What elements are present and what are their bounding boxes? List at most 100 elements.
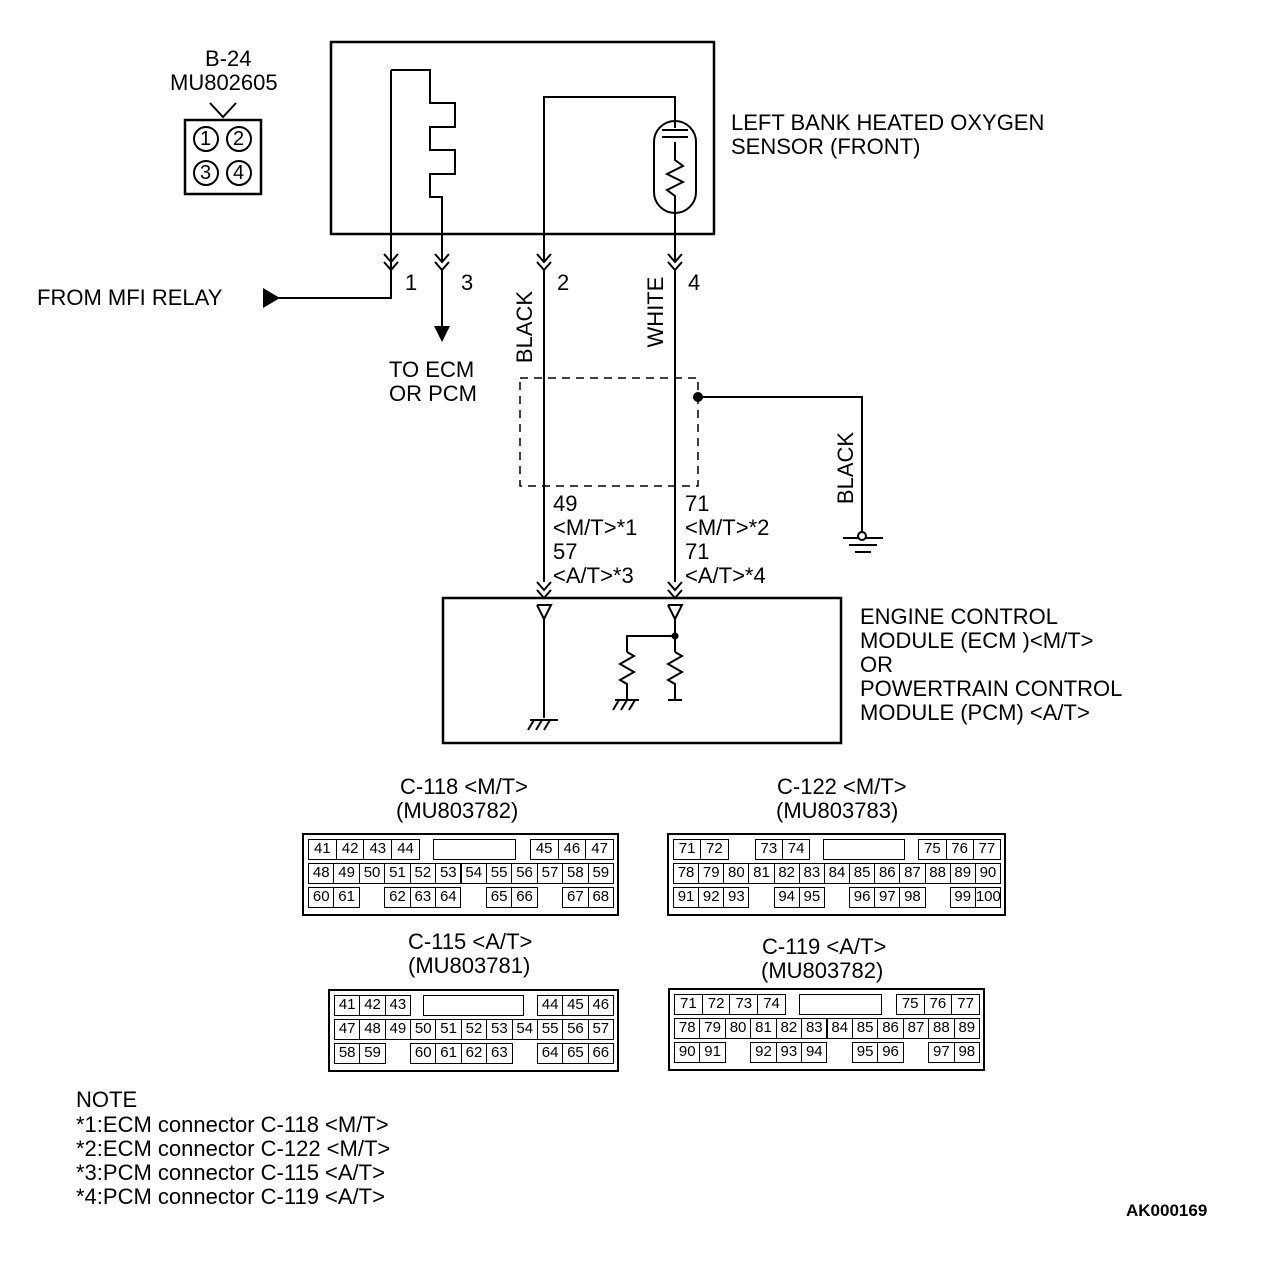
wire-pin-3: 3	[461, 270, 474, 295]
connector-pin: 47	[585, 839, 614, 860]
connector-key	[422, 995, 525, 1016]
connector-key	[798, 994, 882, 1015]
ecm-arrow-icon	[434, 326, 450, 342]
terminal-left-2: <M/T>*1	[553, 515, 638, 540]
connector-pin: 81	[748, 863, 775, 884]
connector-pin: 58	[334, 1043, 361, 1064]
connector-c118-title: C-118 <M/T>	[400, 774, 528, 799]
connector-pin: 64	[536, 1043, 564, 1064]
to-ecm-label-line2: OR PCM	[389, 381, 477, 406]
connector-pin: 55	[485, 863, 513, 884]
terminal-left-4: <A/T>*3	[553, 563, 634, 588]
connector-pin: 97	[928, 1042, 955, 1063]
connector-c115-part: (MU803781)	[408, 953, 531, 978]
connector-pin: 54	[460, 863, 487, 884]
connector-pin: 77	[951, 994, 980, 1015]
connector-pin: 56	[562, 1019, 589, 1040]
connector-pin: 61	[333, 887, 360, 908]
connector-pin: 95	[851, 1042, 879, 1063]
connector-pin: 86	[877, 1018, 904, 1039]
sensor-label-line1: LEFT BANK HEATED OXYGEN	[731, 110, 1045, 135]
connector-pin: 88	[928, 1018, 955, 1039]
connector-pin: 76	[945, 839, 974, 860]
to-ecm-label-line1: TO ECM	[389, 357, 475, 382]
connector-pin: 50	[410, 1019, 437, 1040]
connector-pin: 72	[700, 839, 729, 860]
connector-pin: 52	[409, 863, 437, 884]
connector-pin: 48	[308, 863, 335, 884]
wire-pin-4: 4	[688, 270, 701, 295]
b24-connector-icon	[183, 102, 263, 196]
connector-pin: 98	[953, 1042, 980, 1063]
connector-pin: 64	[435, 887, 462, 908]
connector-part-number: MU802605	[170, 70, 278, 95]
connector-pin: 83	[801, 1018, 828, 1039]
terminal-right-4: <A/T>*4	[685, 563, 766, 588]
connector-pin: 78	[673, 863, 700, 884]
connector-pin: 60	[308, 887, 335, 908]
connector-pin: 88	[924, 863, 951, 884]
note-line-4: *4:PCM connector C-119 <A/T>	[76, 1184, 385, 1209]
note-line-2: *2:ECM connector C-122 <M/T>	[76, 1136, 391, 1161]
wire-pin-2: 2	[557, 270, 570, 295]
connector-pin: 73	[754, 839, 783, 860]
connector-pin: 61	[435, 1043, 462, 1064]
connector-pin: 74	[782, 839, 811, 860]
connector-pin: 47	[334, 1019, 361, 1040]
connector-pin: 82	[773, 863, 800, 884]
connector-pin: 96	[849, 887, 876, 908]
connector-pin: 68	[587, 887, 614, 908]
ecm-label-line5: MODULE (PCM) <A/T>	[860, 700, 1090, 725]
connector-pin: 92	[698, 887, 725, 908]
connector-pin: 43	[384, 995, 412, 1016]
ecm-label-line1: ENGINE CONTROL	[860, 604, 1059, 629]
connector-pin: 72	[701, 994, 731, 1015]
ground-wire-color: BLACK	[833, 431, 858, 505]
pin-label-2: 2	[233, 128, 245, 150]
mfi-arrow-icon	[263, 288, 280, 308]
connector-pin: 87	[902, 1018, 930, 1039]
connector-pin: 95	[798, 887, 825, 908]
connector-pin: 81	[750, 1018, 777, 1039]
ecm-box	[441, 596, 843, 745]
pin-label-4: 4	[233, 162, 245, 184]
connector-pin: 63	[409, 887, 437, 908]
connector-pin: 51	[384, 863, 411, 884]
connector-pin: 90	[974, 863, 1001, 884]
connector-pin: 92	[750, 1042, 777, 1063]
ecm-label-line2: MODULE (ECM )<M/T>	[860, 628, 1094, 653]
connector-key	[432, 839, 516, 860]
connector-c122-title: C-122 <M/T>	[777, 774, 907, 799]
connector-pin: 100	[974, 887, 1001, 908]
connector-pin: 91	[699, 1042, 726, 1063]
connector-pin: 52	[460, 1019, 488, 1040]
connector-pin: 53	[435, 863, 462, 884]
terminal-right-1: 71	[685, 491, 710, 516]
connector-pin: 73	[729, 994, 759, 1015]
connector-pin: 93	[775, 1042, 803, 1063]
connector-pin: 67	[562, 887, 589, 908]
connector-pin: 76	[923, 994, 953, 1015]
connector-pin: 85	[849, 863, 876, 884]
note-line-1: *1:ECM connector C-118 <M/T>	[76, 1112, 389, 1137]
connector-pin: 43	[363, 839, 393, 860]
connector-c115-title: C-115 <A/T>	[408, 929, 533, 954]
connector-pin: 59	[587, 863, 614, 884]
connector-pin: 71	[673, 839, 702, 860]
connector-pin: 91	[673, 887, 700, 908]
connector-pin: 46	[557, 839, 587, 860]
connector-pin: 63	[486, 1043, 513, 1064]
connector-pin: 96	[877, 1042, 904, 1063]
connector-pin: 48	[359, 1019, 386, 1040]
connector-pin: 74	[757, 994, 786, 1015]
connector-pin: 94	[773, 887, 800, 908]
connector-pin: 89	[953, 1018, 980, 1039]
connector-pin: 97	[874, 887, 901, 908]
connector-c119-title: C-119 <A/T>	[762, 934, 887, 959]
terminal-right-2: <M/T>*2	[685, 515, 770, 540]
ecm-label-line3: OR	[860, 652, 893, 677]
